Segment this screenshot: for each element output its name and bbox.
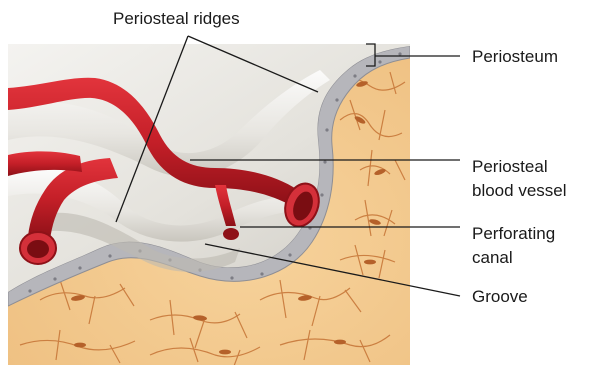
- label-perforating-canal-line1: Perforating: [472, 224, 555, 243]
- label-periosteum: Periosteum: [472, 47, 558, 66]
- label-periosteal-blood-vessel-line2: blood vessel: [472, 181, 567, 200]
- label-groove: Groove: [472, 287, 528, 306]
- perforating-canal-opening: [223, 228, 239, 240]
- label-perforating-canal-line2: canal: [472, 248, 513, 267]
- label-periosteal-ridges: Periosteal ridges: [113, 9, 240, 28]
- label-periosteal-blood-vessel-line1: Periosteal: [472, 157, 548, 176]
